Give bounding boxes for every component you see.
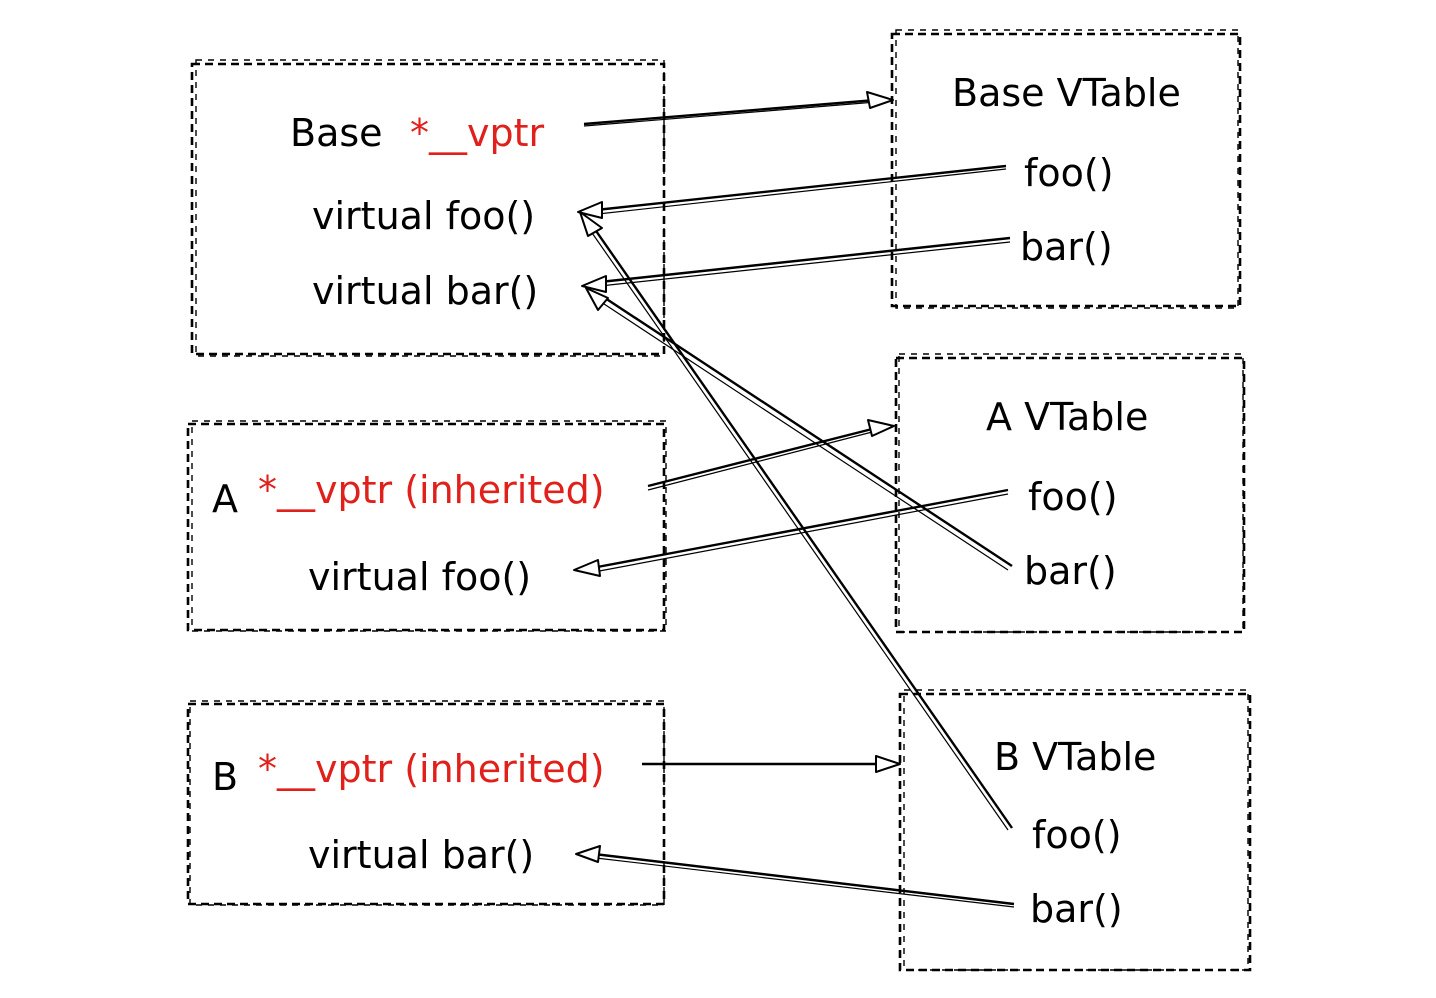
b-virtual-bar: virtual bar() bbox=[308, 833, 534, 877]
base-vtable-foo: foo() bbox=[1024, 151, 1114, 195]
base-vtable-box bbox=[890, 29, 1242, 309]
arrow-b-vtable-bar-to-b-bar bbox=[575, 845, 1015, 908]
a-class-name: A bbox=[212, 477, 238, 521]
arrow-a-vtable-foo-to-a-foo bbox=[573, 488, 1009, 577]
a-vptr: *__vptr (inherited) bbox=[258, 468, 605, 512]
base-class-box bbox=[190, 59, 666, 357]
a-vtable-foo: foo() bbox=[1028, 475, 1118, 519]
base-vptr: *__vptr bbox=[410, 111, 545, 155]
b-vtable-box bbox=[898, 689, 1252, 972]
a-class-box bbox=[186, 420, 667, 632]
b-class-name: B bbox=[212, 755, 238, 799]
arrow-a-vtable-bar-to-base-bar bbox=[585, 287, 1013, 571]
base-virtual-foo: virtual foo() bbox=[312, 194, 535, 238]
a-vtable-title: A VTable bbox=[986, 395, 1148, 439]
a-vtable-bar: bar() bbox=[1024, 549, 1117, 593]
b-vtable-title: B VTable bbox=[994, 735, 1156, 779]
base-class-name: Base bbox=[290, 111, 383, 155]
b-class-box bbox=[186, 700, 666, 906]
arrow-base-vtable-bar-to-base-bar bbox=[581, 236, 1011, 293]
base-vtable-title: Base VTable bbox=[952, 71, 1181, 115]
arrow-a-vptr-to-a-vtable bbox=[647, 419, 895, 491]
b-vtable-foo: foo() bbox=[1032, 813, 1122, 857]
base-vtable-bar: bar() bbox=[1020, 225, 1113, 269]
b-vptr: *__vptr (inherited) bbox=[258, 747, 605, 791]
arrow-base-vptr-to-base-vtable bbox=[583, 91, 894, 127]
arrow-base-vtable-foo-to-base-foo bbox=[577, 164, 1007, 219]
base-virtual-bar: virtual bar() bbox=[312, 269, 538, 313]
b-vtable-bar: bar() bbox=[1030, 887, 1123, 931]
a-virtual-foo: virtual foo() bbox=[308, 555, 531, 599]
arrow-b-vptr-to-b-vtable bbox=[642, 755, 901, 773]
